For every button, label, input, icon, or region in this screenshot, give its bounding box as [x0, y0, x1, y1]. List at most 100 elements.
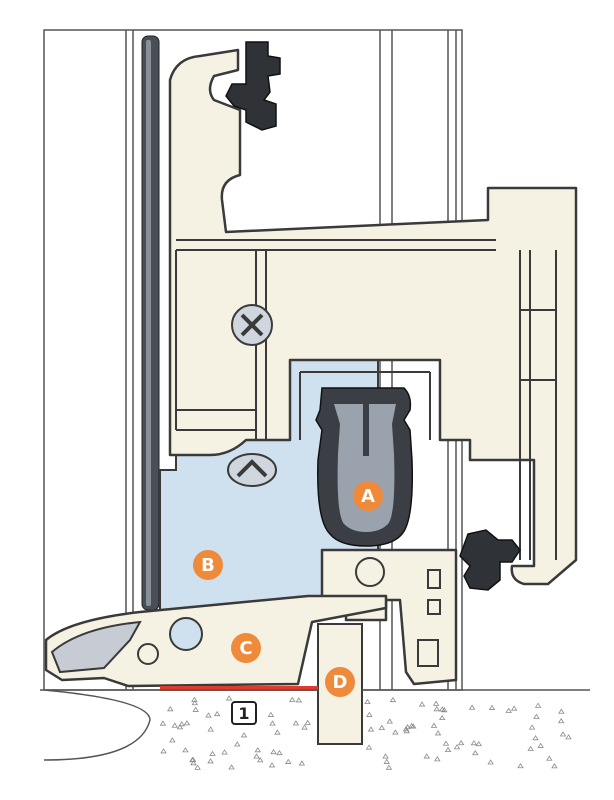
callout-d: D: [325, 667, 355, 697]
ground-speckle: [432, 700, 440, 706]
ground-speckle: [546, 755, 553, 761]
ground-speckle: [408, 722, 415, 729]
ground: [40, 689, 590, 761]
ground-speckle: [434, 730, 442, 736]
ground-speckle: [441, 707, 448, 713]
ground-speckle: [269, 720, 276, 726]
ground-speckle: [301, 724, 308, 730]
boxed-label: 1: [231, 701, 257, 725]
ground-speckle: [257, 757, 264, 763]
ground-speckle: [160, 748, 167, 754]
ground-speckle: [207, 726, 214, 732]
ground-speckle: [385, 764, 393, 770]
ground-speckle: [292, 720, 300, 726]
ground-speckle: [423, 753, 430, 759]
ground-speckle: [183, 720, 191, 726]
callout-b: B: [193, 550, 223, 580]
ground-speckle: [453, 744, 461, 750]
ground-speckle: [472, 750, 479, 756]
ground-speckle: [392, 729, 399, 735]
ground-speckle: [418, 701, 426, 707]
ground-speckle: [487, 759, 494, 765]
sill-chamber: [169, 617, 203, 651]
ground-speckle: [366, 711, 373, 717]
sill-nose: [50, 620, 142, 674]
ground-speckle: [410, 723, 417, 729]
ground-speckle: [289, 696, 296, 702]
ground-speckle: [234, 741, 241, 747]
ground-speckle: [505, 707, 512, 713]
ground-speckle: [189, 756, 196, 763]
ground-speckle: [537, 742, 544, 748]
ground-speckle: [304, 719, 311, 725]
ground-speckle: [176, 724, 184, 730]
ground-speckle: [364, 698, 371, 705]
ground-speckle: [365, 744, 373, 750]
ground-speckle: [205, 712, 212, 718]
ground-speckles: [159, 695, 572, 770]
screw-head-icon-upper: [231, 304, 273, 346]
ground-speckle: [182, 747, 189, 753]
ground-speckle: [565, 734, 572, 740]
callout-d-label: D: [333, 672, 348, 693]
ground-speckle: [527, 745, 534, 751]
ground-speckle: [298, 760, 306, 766]
callout-a-label: A: [361, 486, 375, 507]
ground-speckle: [457, 739, 465, 746]
seal-tape: [160, 686, 318, 691]
ground-speckle: [178, 721, 185, 727]
ground-speckle: [209, 750, 216, 756]
threshold-webs: [355, 557, 441, 667]
sill-bead: [137, 643, 159, 665]
ground-speckle: [475, 740, 482, 747]
ground-speckle: [254, 747, 262, 753]
ground-speckle: [430, 722, 438, 728]
ground-speckle: [382, 753, 389, 759]
ground-speckle: [558, 708, 565, 714]
ground-speckle: [270, 748, 277, 755]
ground-speckle: [167, 706, 174, 712]
ground-speckle: [517, 763, 524, 769]
ground-speckle: [433, 706, 440, 712]
ground-speckle: [253, 753, 260, 759]
ground-speckle: [192, 706, 199, 712]
ground-speckle: [434, 756, 441, 762]
boxed-label-text: 1: [238, 704, 249, 723]
ground-speckle: [551, 763, 558, 769]
ground-speckle: [295, 697, 303, 703]
sash-profile: [168, 48, 578, 586]
callout-c-label: C: [239, 638, 252, 659]
ground-speckle: [403, 728, 410, 734]
ground-speckle: [438, 714, 446, 721]
ground-speckle: [171, 722, 178, 728]
ground-speckle: [528, 724, 536, 730]
ground-speckle: [169, 737, 176, 743]
ground-speckle: [267, 711, 275, 717]
ground-speckle: [225, 695, 233, 701]
rod-highlight: [146, 40, 151, 606]
ground-speckle: [386, 718, 393, 724]
ground-speckle: [213, 710, 221, 717]
ground-speckle: [268, 762, 276, 768]
ground-speckle: [221, 749, 228, 755]
ground-speckle: [194, 764, 201, 770]
callout-b-label: B: [201, 555, 215, 576]
ground-speckle: [557, 717, 565, 724]
ground-speckle: [228, 764, 235, 770]
ground-speckle: [389, 696, 397, 703]
upper-gasket: [225, 41, 281, 131]
callout-a: A: [353, 481, 383, 511]
ground-speckle: [367, 726, 375, 732]
ground-speckle: [532, 735, 539, 741]
ground-speckle: [378, 724, 386, 730]
sill-profile: [44, 594, 388, 688]
ground-speckle: [240, 732, 248, 738]
screw-head-icon-lower: [227, 453, 277, 487]
ground-speckle: [488, 704, 496, 710]
right-gasket: [459, 529, 521, 591]
ground-speckle: [442, 740, 450, 746]
sash-webs: [175, 239, 557, 560]
ground-speckle: [190, 760, 197, 766]
